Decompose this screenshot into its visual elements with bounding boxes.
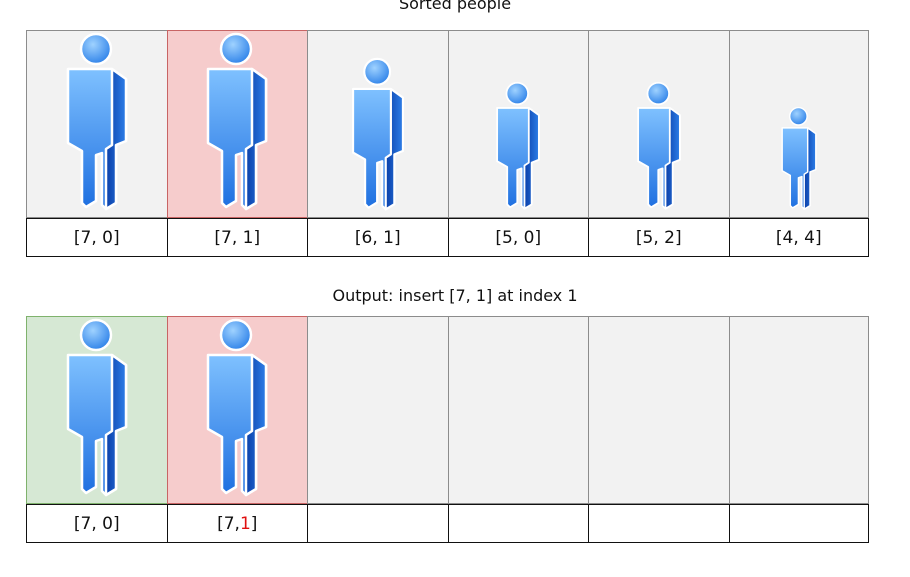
output-title: Output: insert [7, 1] at index 1 — [332, 286, 578, 305]
output-label-2 — [307, 505, 448, 543]
output-cell-2 — [307, 316, 448, 504]
output-cell-1 — [166, 316, 307, 504]
output-cell-5 — [728, 316, 869, 504]
person-icon — [351, 57, 404, 211]
output-labels: [7, 0] [7, 1] — [26, 504, 869, 543]
person-icon — [66, 318, 127, 497]
output-label-0: [7, 0] — [26, 505, 167, 543]
sorted-label-4: [5, 2] — [588, 219, 729, 257]
output-cell-3 — [447, 316, 588, 504]
person-icon — [66, 32, 127, 211]
sorted-cell-3 — [447, 30, 588, 218]
output-label-4 — [588, 505, 729, 543]
output-label-5 — [728, 505, 869, 543]
sorted-people-title: Sorted people — [398, 0, 512, 13]
person-icon — [207, 32, 268, 211]
sorted-people-images — [26, 30, 869, 218]
output-label-1-emph: 1 — [239, 513, 251, 534]
output-label-1: [7, 1] — [166, 505, 307, 543]
output-label-1-prefix: [7, — [217, 513, 240, 534]
person-icon — [636, 82, 681, 210]
output-images — [26, 316, 869, 504]
sorted-cell-2 — [307, 30, 448, 218]
sorted-label-2: [6, 1] — [307, 219, 448, 257]
output-cell-4 — [588, 316, 729, 504]
sorted-people-labels: [7, 0] [7, 1] [6, 1] [5, 0] [5, 2] [4, 4… — [26, 218, 869, 257]
sorted-label-0: [7, 0] — [26, 219, 167, 257]
person-icon — [207, 318, 268, 497]
person-icon — [496, 82, 541, 210]
person-icon — [781, 106, 817, 210]
sorted-cell-5 — [728, 30, 869, 218]
sorted-cell-4 — [588, 30, 729, 218]
sorted-label-5: [4, 4] — [728, 219, 869, 257]
output-label-0-prefix: [7, 0] — [73, 513, 120, 534]
sorted-label-1: [7, 1] — [166, 219, 307, 257]
output-label-3 — [447, 505, 588, 543]
output-cell-0 — [26, 316, 167, 504]
sorted-cell-0 — [26, 30, 167, 218]
output-label-1-suffix: ] — [250, 513, 258, 534]
sorted-label-3: [5, 0] — [447, 219, 588, 257]
sorted-cell-1 — [166, 30, 307, 218]
